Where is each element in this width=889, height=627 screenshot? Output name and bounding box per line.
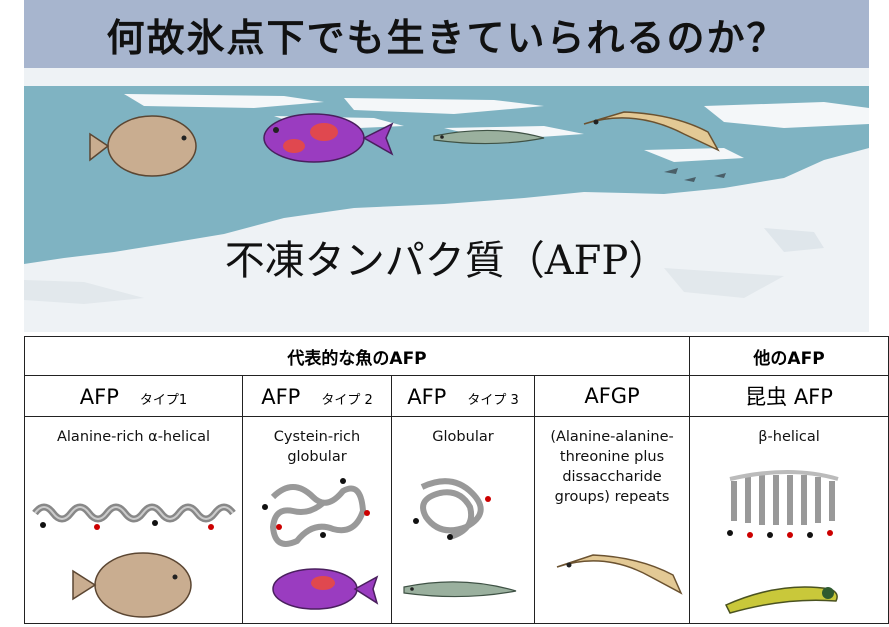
sea-raven-icon bbox=[263, 113, 394, 163]
structure-description: Alanine-rich α-helical bbox=[56, 429, 210, 445]
cod-icon bbox=[583, 111, 720, 152]
beta-helix-structure-icon bbox=[725, 470, 839, 614]
structure-description: Cystein-rich globular bbox=[273, 429, 361, 465]
cell-afp-type1: Alanine-rich α-helical bbox=[24, 416, 243, 624]
globular-protein-structure-icon bbox=[403, 478, 517, 598]
column-afp-type1: AFP タイプ1 bbox=[24, 375, 243, 417]
structure-description: Globular bbox=[432, 429, 494, 445]
cell-afp-type2: Cystein-rich globular bbox=[242, 416, 392, 624]
sea-raven-icon bbox=[272, 568, 379, 610]
arctic-sea-illustration bbox=[24, 68, 869, 332]
cell-insect-afp: β-helical bbox=[689, 416, 889, 624]
alpha-helix-structure-icon bbox=[32, 503, 236, 618]
other-afp-header: 他のAFP bbox=[689, 336, 889, 376]
page-title: 何故氷点下でも生きていられるのか？ bbox=[24, 0, 869, 68]
column-afp-type3: AFP タイプ 3 bbox=[391, 375, 535, 417]
column-afgp: AFGP bbox=[533, 375, 691, 417]
structure-description: β-helical bbox=[758, 429, 820, 445]
cell-afgp: (Alanine-alanine-threonine plus dissacch… bbox=[533, 416, 691, 624]
column-afp-type2: AFP タイプ 2 bbox=[242, 375, 392, 417]
cod-icon bbox=[556, 554, 683, 595]
globular-protein-structure-icon bbox=[262, 478, 379, 610]
afp-table: 代表的な魚のAFP 他のAFP AFP タイプ1 AFP タイプ 2 AFP タ… bbox=[23, 336, 889, 624]
illustration-panel: 何故氷点下でも生きていられるのか？ bbox=[24, 0, 869, 332]
afp-heading: 不凍タンパク質（AFP） bbox=[224, 238, 669, 284]
cell-afp-type3: Globular bbox=[391, 416, 535, 624]
flounder-icon bbox=[72, 552, 192, 618]
column-insect-afp: 昆虫 AFP bbox=[689, 375, 889, 417]
fish-afp-header: 代表的な魚のAFP bbox=[23, 336, 691, 376]
flounder-icon bbox=[89, 115, 197, 177]
caterpillar-icon bbox=[725, 586, 838, 614]
eelpout-icon bbox=[433, 129, 545, 145]
structure-description: (Alanine-alanine-threonine plus dissacch… bbox=[550, 429, 674, 505]
eelpout-icon bbox=[403, 581, 517, 598]
